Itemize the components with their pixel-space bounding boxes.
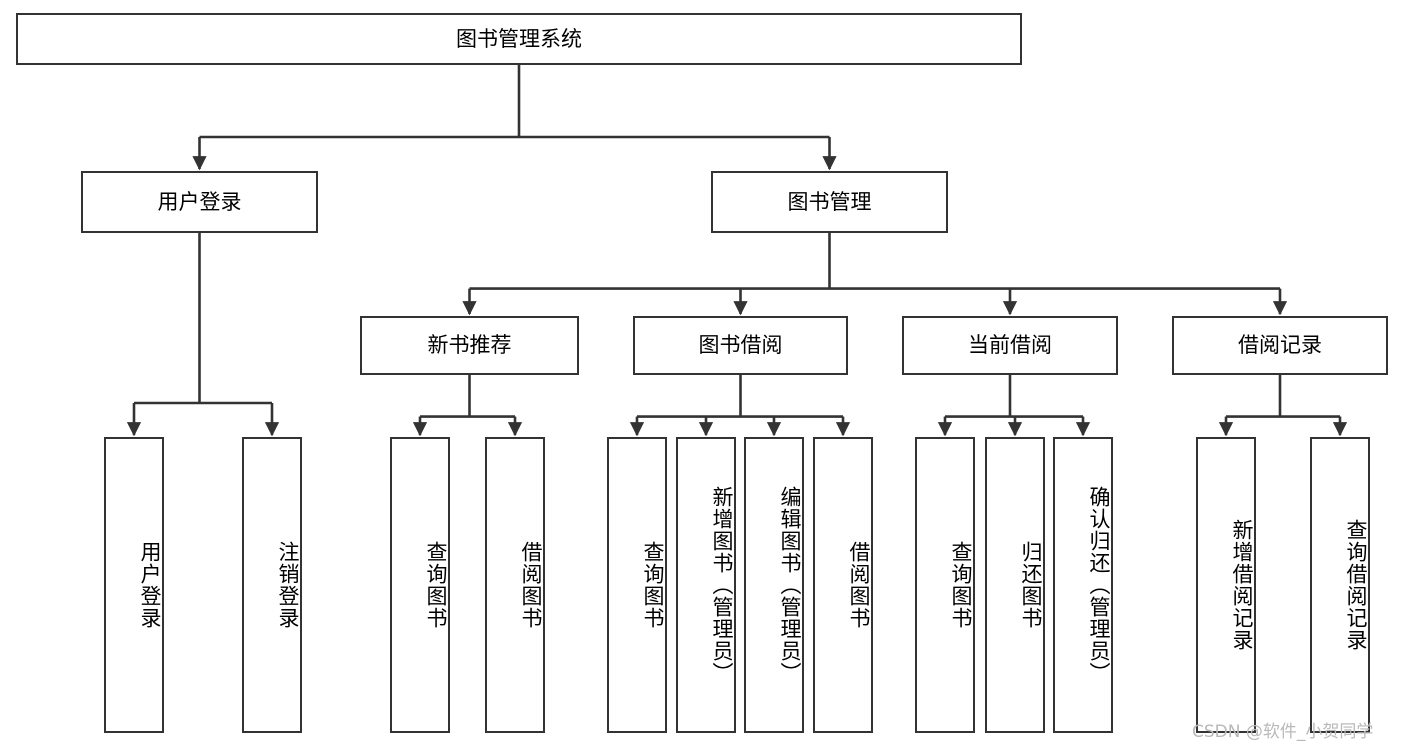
node-l-user-login[interactable]: 用户登录	[104, 437, 164, 733]
node-l-user-logout[interactable]: 注销登录	[242, 437, 302, 733]
node-label: 查询图书	[949, 541, 973, 629]
node-label: 查询图书	[424, 541, 448, 629]
node-n-book-mgmt[interactable]: 图书管理	[711, 171, 948, 233]
node-label: 确认归还（管理员）	[1087, 486, 1111, 684]
node-label: 图书管理系统	[456, 26, 582, 51]
node-l-edit-book[interactable]: 编辑图书（管理员）	[744, 437, 804, 733]
node-label: 用户登录	[138, 541, 162, 629]
node-l-borrow-book-2[interactable]: 借阅图书	[813, 437, 873, 733]
node-n-user-login[interactable]: 用户登录	[81, 171, 318, 233]
node-l-query-book-1[interactable]: 查询图书	[390, 437, 450, 733]
node-l-add-record[interactable]: 新增借阅记录	[1196, 437, 1256, 733]
node-label: 注销登录	[276, 541, 300, 629]
node-n-borrow-record[interactable]: 借阅记录	[1172, 316, 1388, 375]
node-n-book-borrow[interactable]: 图书借阅	[633, 316, 848, 375]
node-l-borrow-book-1[interactable]: 借阅图书	[485, 437, 545, 733]
node-n-new-book-rec[interactable]: 新书推荐	[360, 316, 579, 375]
node-label: 新增借阅记录	[1230, 519, 1254, 651]
node-n-current-borrow[interactable]: 当前借阅	[902, 316, 1118, 375]
node-label: 借阅图书	[847, 541, 871, 629]
node-label: 借阅图书	[519, 541, 543, 629]
node-l-query-book-2[interactable]: 查询图书	[607, 437, 667, 733]
node-label: 当前借阅	[968, 333, 1052, 358]
node-l-add-book[interactable]: 新增图书（管理员）	[676, 437, 736, 733]
node-label: 新增图书（管理员）	[710, 486, 734, 684]
node-label: 查询图书	[641, 541, 665, 629]
node-root[interactable]: 图书管理系统	[16, 13, 1022, 65]
node-label: 归还图书	[1019, 541, 1043, 629]
node-label: 用户登录	[157, 189, 242, 214]
node-label: 新书推荐	[427, 333, 512, 358]
node-l-confirm-return[interactable]: 确认归还（管理员）	[1053, 437, 1113, 733]
node-label: 图书借阅	[698, 333, 783, 358]
node-label: 查询借阅记录	[1344, 519, 1368, 651]
watermark: CSDN @软件_小贺同学	[1192, 722, 1374, 742]
node-l-query-record[interactable]: 查询借阅记录	[1310, 437, 1370, 733]
node-label: 图书管理	[787, 189, 872, 214]
node-label: 编辑图书（管理员）	[778, 486, 802, 684]
node-l-return-book[interactable]: 归还图书	[985, 437, 1045, 733]
node-label: 借阅记录	[1238, 333, 1322, 358]
node-l-query-book-3[interactable]: 查询图书	[915, 437, 975, 733]
